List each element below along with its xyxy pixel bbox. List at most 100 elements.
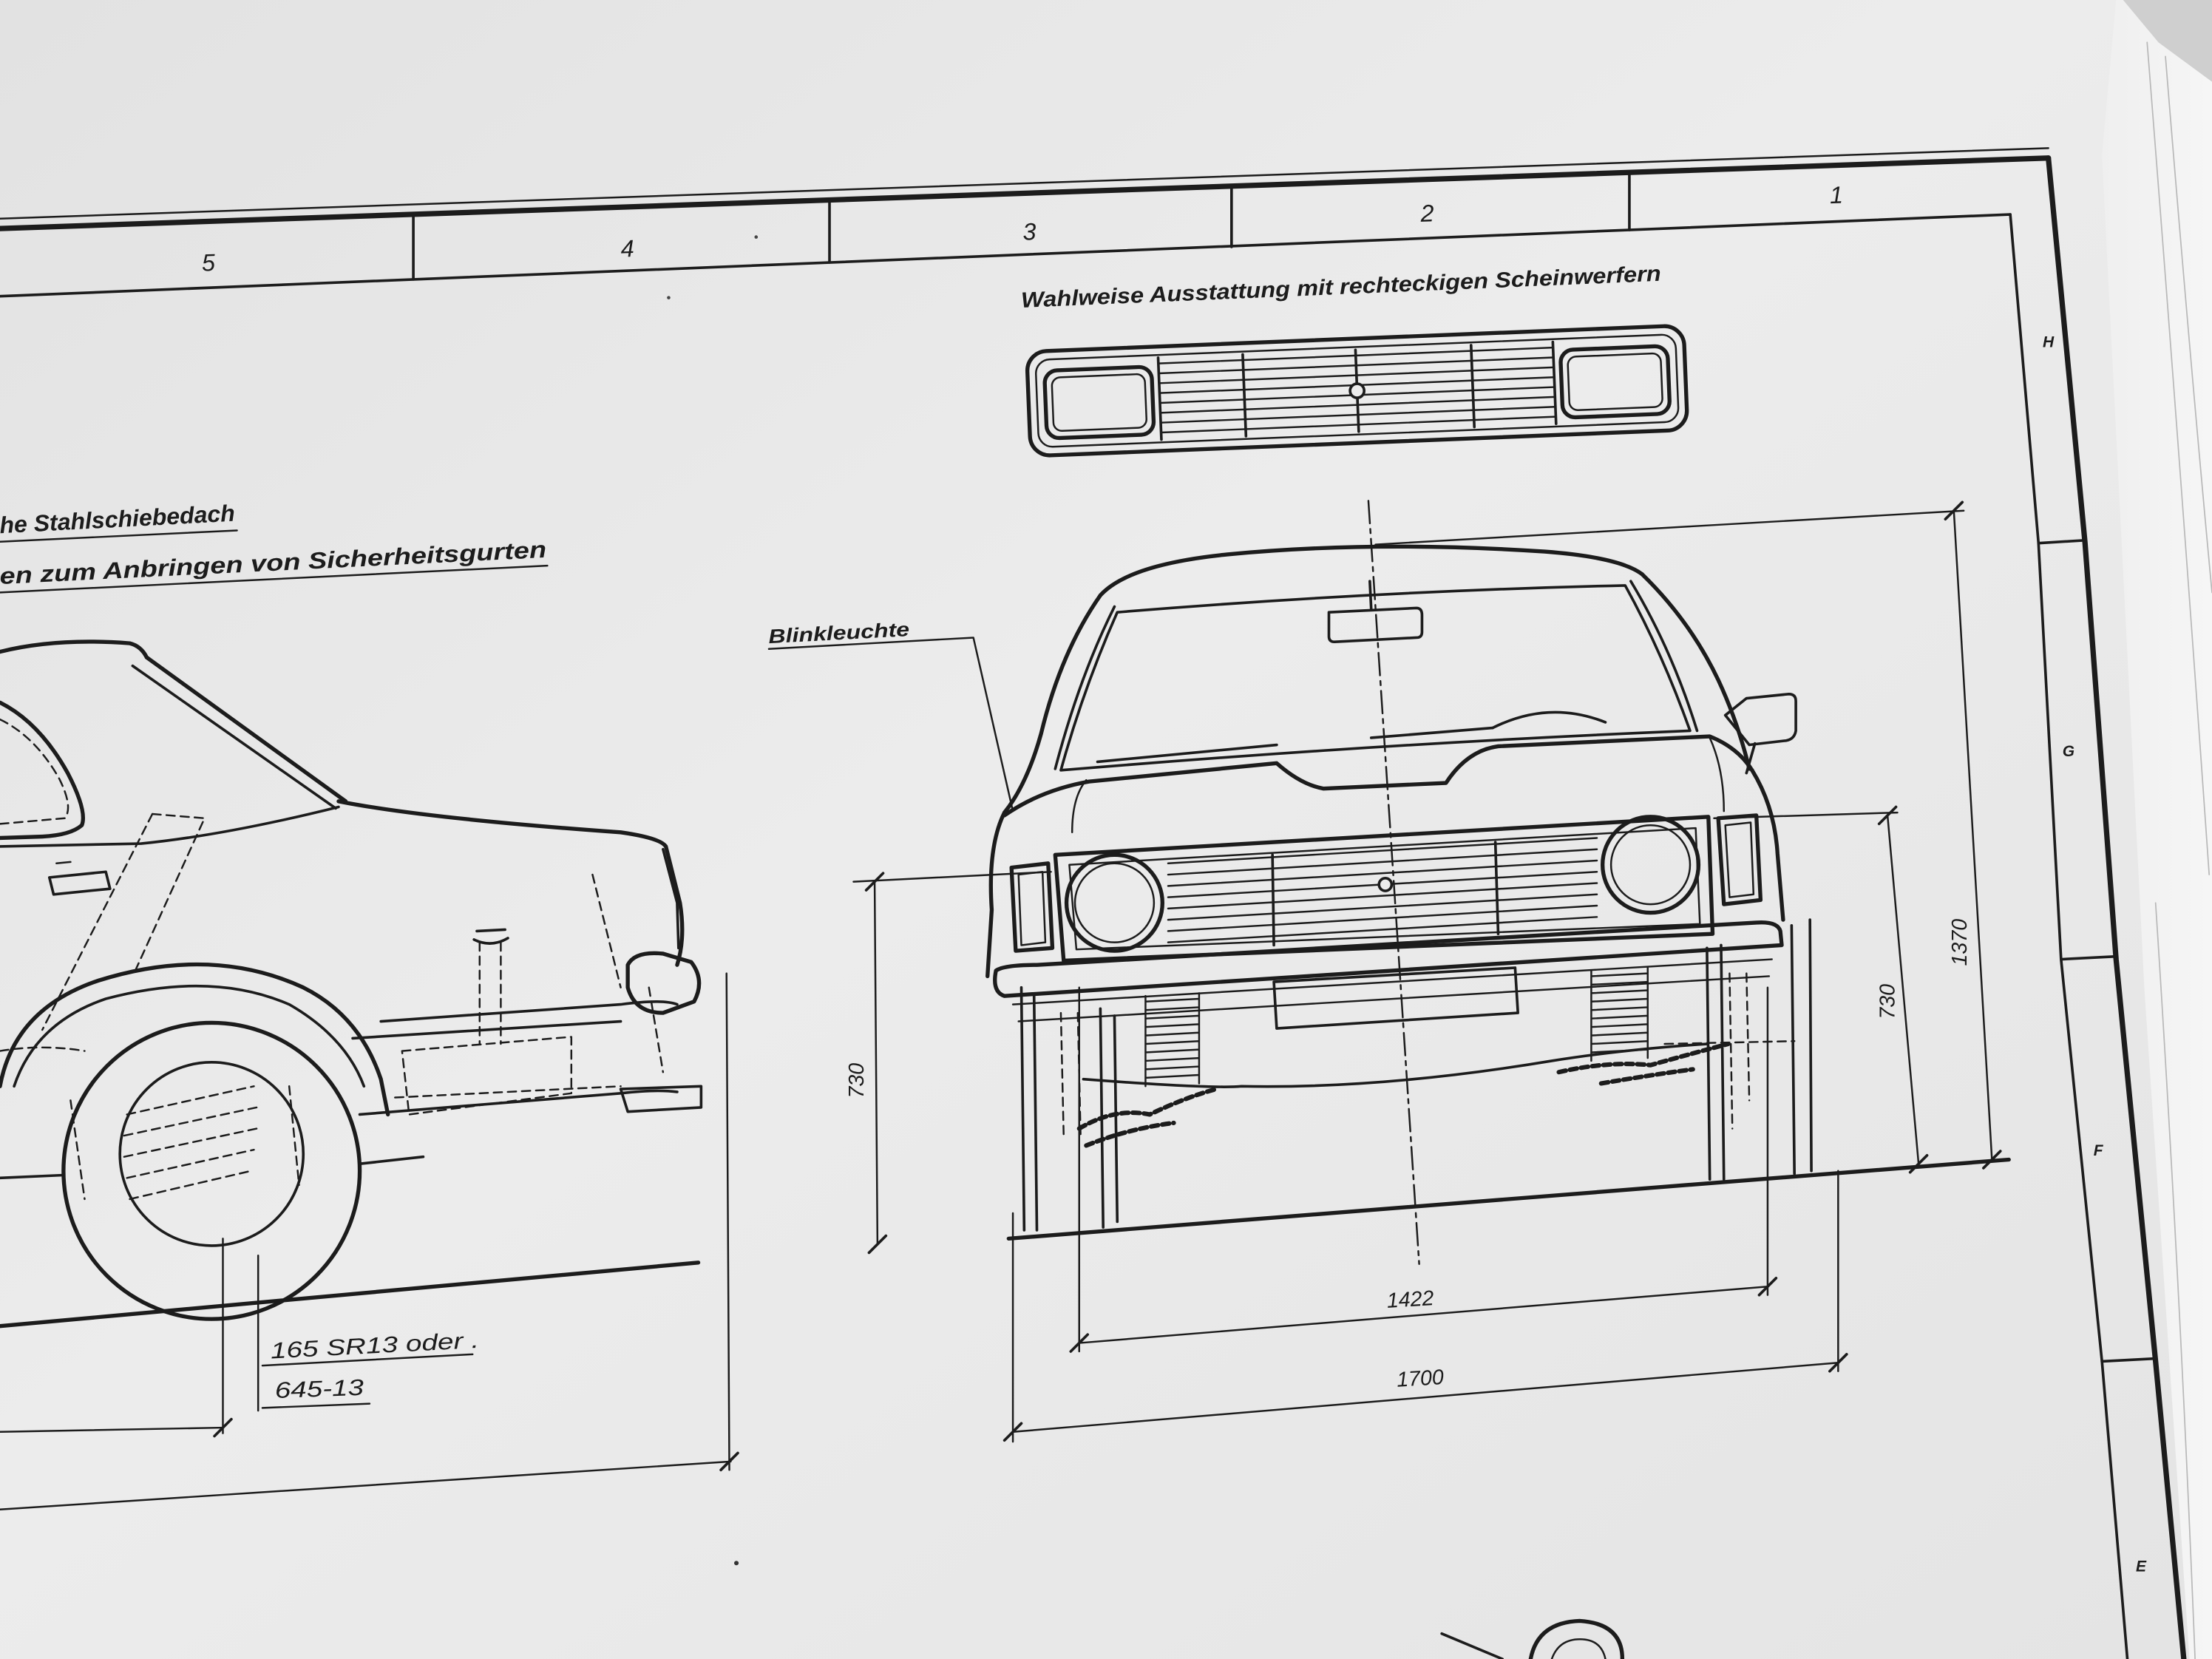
fender-lines	[1071, 736, 1726, 834]
overhang-dimension-tick	[719, 1451, 739, 1472]
center-line	[1367, 500, 1420, 1265]
fuel-filler-cap	[472, 928, 509, 945]
left-wheel	[1020, 985, 1119, 1232]
callout-leader	[767, 637, 1014, 812]
trunk-and-rear-end	[336, 799, 685, 967]
side-view	[0, 639, 703, 1329]
column-label: 2	[1419, 200, 1434, 227]
front-bumper	[993, 920, 1784, 998]
row-labels: H G F E	[2043, 333, 2147, 1575]
grille-outer-inner-line	[1034, 333, 1680, 448]
height-730-left-ticks	[864, 872, 888, 1255]
row-label: G	[2063, 743, 2074, 760]
partial-part-outline	[1528, 1618, 1625, 1659]
overhang-dimension-line	[0, 1460, 732, 1510]
axle-dimension-tick	[213, 1417, 233, 1438]
rearview-mirror	[1327, 606, 1424, 644]
right-turn-signal	[1716, 813, 1763, 906]
hidden-belt-anchor	[41, 812, 206, 1031]
rearview-mirror-stem	[1368, 580, 1373, 611]
c-pillar-outer	[144, 655, 348, 804]
belt-line	[0, 805, 340, 848]
wheel-arch-outer	[0, 962, 390, 1117]
height-730-left-label: 730	[845, 1063, 869, 1099]
frame-top-thin	[0, 147, 2049, 220]
exhaust-pipe	[619, 1085, 703, 1113]
ground-line	[1006, 1157, 2011, 1241]
right-snow-chain	[1598, 1067, 1695, 1086]
hidden-axle-lines	[0, 1046, 300, 1201]
side-mirror	[1723, 693, 1797, 747]
right-snow-chain	[1556, 1041, 1731, 1075]
left-headlight	[1064, 852, 1164, 953]
grille-badge	[1348, 382, 1366, 399]
left-a-pillar	[1002, 593, 1103, 815]
left-coil-spring	[1144, 992, 1201, 1088]
right-wheel	[1706, 918, 1813, 1181]
right-a-pillar-inner	[1629, 580, 1699, 733]
height-730-right-label: 730	[1876, 984, 1900, 1020]
right-headlight-lens	[1609, 824, 1692, 906]
left-rect-headlight-lens	[1051, 373, 1147, 432]
hidden-rear-structure	[591, 873, 665, 1073]
page-edge-line	[2146, 41, 2211, 875]
rear-extension	[725, 972, 730, 1471]
grille-dividers	[1271, 841, 1500, 947]
lower-valance	[1082, 1042, 1709, 1088]
fuel-filler-neck	[478, 941, 502, 1045]
row-divider	[2060, 954, 2118, 961]
left-a-pillar-inner	[1054, 605, 1116, 770]
column-label: 3	[1022, 218, 1037, 245]
left-headlight-lens	[1073, 862, 1156, 943]
hood-line	[1002, 734, 1754, 818]
height-1370-extension	[1374, 509, 1965, 546]
left-turn-signal	[1009, 861, 1055, 953]
body-right-side	[1750, 768, 1785, 922]
height-730-right-extension	[1713, 811, 1899, 819]
height-1370-line	[1953, 509, 1993, 1161]
side-mirror-stem	[1745, 742, 1757, 775]
side-window	[0, 700, 86, 841]
column-strip-bottom	[0, 213, 2012, 298]
grille-frame	[1053, 815, 1715, 963]
tire-size-underline	[261, 1353, 474, 1367]
height-1370-ticks	[1944, 501, 2002, 1170]
row-divider	[2100, 1357, 2157, 1363]
partial-drawing-bottom	[667, 235, 1625, 1659]
row-divider	[2037, 539, 2087, 545]
turn-signal-callout: Blinkleuchte	[767, 618, 1014, 812]
width-1700-extensions	[1011, 1170, 1839, 1443]
grille-badge	[1377, 877, 1394, 892]
hidden-fuel-tank	[401, 1036, 573, 1116]
right-wheel-hidden	[1663, 972, 1796, 1130]
rectangular-headlight-grille	[1025, 324, 1689, 458]
width-1422-label: 1422	[1386, 1286, 1435, 1313]
page-edge-line	[2154, 902, 2196, 1659]
rear-side-light	[662, 847, 680, 950]
height-730-left-extension	[852, 871, 1052, 883]
column-label: 1	[1829, 181, 1843, 208]
partial-part-inner	[1550, 1638, 1607, 1659]
windshield-wipers	[1096, 726, 1494, 764]
left-snow-chain	[1084, 1120, 1176, 1148]
ink-speck	[667, 296, 671, 299]
door-handle	[47, 870, 112, 896]
body-crease	[351, 1000, 679, 1040]
grille-outer	[1025, 324, 1689, 458]
row-label: F	[2094, 1142, 2104, 1159]
rear-spring-hidden	[123, 1085, 258, 1201]
width-1422-line	[1078, 1286, 1769, 1344]
note-seatbelts-underline	[0, 564, 549, 594]
frame-right-outer	[2046, 155, 2187, 1659]
column-label: 4	[620, 235, 634, 262]
drawing-frame	[0, 147, 2187, 1659]
license-plate	[1272, 966, 1519, 1030]
partial-leader	[1440, 1632, 1504, 1659]
ink-speck	[734, 1561, 739, 1566]
c-pillar-inner	[131, 664, 337, 810]
width-1700-ticks	[1002, 1353, 1848, 1442]
ground-line	[0, 1261, 701, 1329]
height-730-left-line	[873, 881, 879, 1246]
left-snow-chain	[1076, 1087, 1218, 1131]
